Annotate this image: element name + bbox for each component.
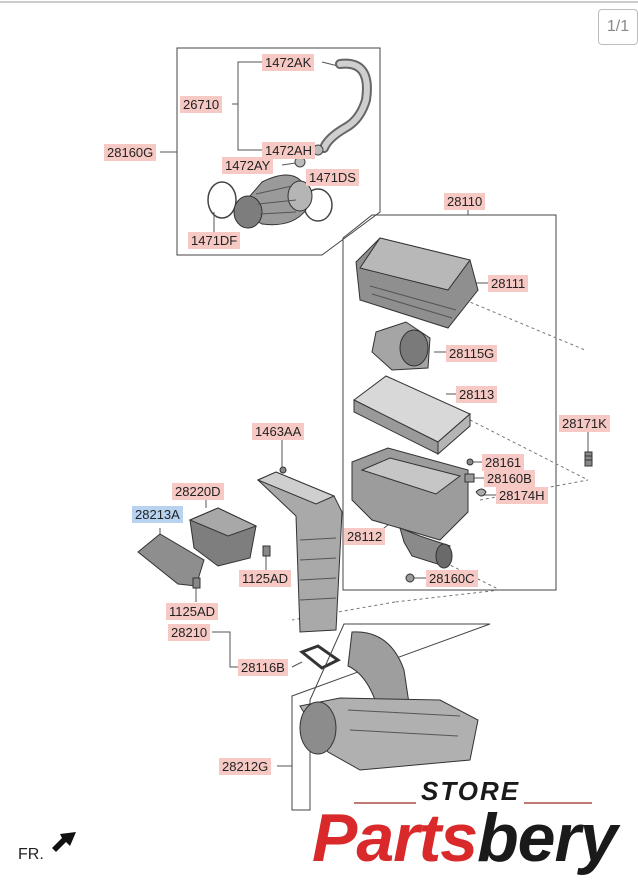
air-filter-element <box>353 375 471 456</box>
part-label-28171k: 28171K <box>559 415 610 432</box>
part-label-1463aa: 1463AA <box>252 423 305 440</box>
brand-accent: bery <box>477 800 618 876</box>
brand-watermark: Partsbery <box>312 798 618 878</box>
store-watermark: STORE <box>421 776 521 806</box>
bolt-28171k <box>584 451 593 467</box>
part-label-1125ad-right: 1125AD <box>239 570 292 587</box>
part-label-28220d: 28220D <box>172 483 224 500</box>
store-line-left <box>354 802 416 804</box>
clamp-left <box>207 181 237 219</box>
part-label-28210: 28210 <box>168 624 211 641</box>
part-label-1472ay: 1472AY <box>222 157 274 174</box>
intake-duct-upper <box>233 174 313 229</box>
part-label-28213a: 28213A <box>132 506 183 523</box>
part-label-1472ak: 1472AK <box>262 54 315 71</box>
part-label-28111: 28111 <box>488 275 529 292</box>
part-label-28113: 28113 <box>456 386 498 403</box>
upper-group-frame <box>176 47 381 256</box>
part-label-28212g: 28212G <box>219 758 272 775</box>
part-label-28160g: 28160G <box>104 144 157 161</box>
part-label-1471ds: 1471DS <box>306 169 359 186</box>
part-label-28112: 28112 <box>344 528 386 545</box>
gasket-28116b <box>299 644 341 670</box>
part-label-28160b: 28160B <box>484 470 535 487</box>
part-label-28160c: 28160C <box>426 570 478 587</box>
part-label-1472ah: 1472AH <box>262 142 315 159</box>
air-cleaner-frame <box>342 214 557 591</box>
air-cleaner-body <box>351 447 469 569</box>
store-line-right <box>524 802 592 804</box>
part-label-28110: 28110 <box>444 193 486 210</box>
part-label-1471df: 1471DF <box>188 232 241 249</box>
lower-group-frame <box>291 623 491 811</box>
part-label-28116b: 28116B <box>238 659 288 676</box>
air-cleaner-cover <box>355 237 479 329</box>
part-label-28161: 28161 <box>482 454 525 471</box>
resonator-28220d <box>188 507 258 567</box>
page-indicator: 1/1 <box>598 9 638 45</box>
front-arrow-icon <box>52 832 76 852</box>
part-label-1125ad-left: 1125AD <box>166 603 219 620</box>
air-duct-small <box>371 321 431 371</box>
part-label-28115g: 28115G <box>446 345 498 362</box>
front-direction-label: FR. <box>18 846 44 863</box>
part-label-28174h: 28174H <box>496 487 548 504</box>
brand-primary: Parts <box>312 800 478 876</box>
part-label-26710: 26710 <box>180 96 223 113</box>
intake-duct-28210 <box>256 471 343 633</box>
bracket-28213a <box>137 533 205 587</box>
intake-duct-lower <box>299 631 479 771</box>
